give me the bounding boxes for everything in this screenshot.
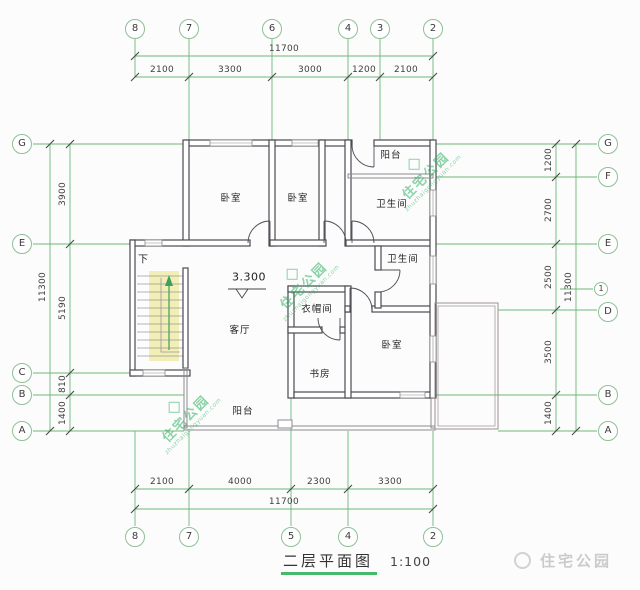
level-marker: [228, 288, 266, 299]
grid-bubble-right-1: 1: [594, 282, 608, 296]
grid-bubble-bottom-2: 2: [423, 527, 443, 547]
grid-bubble-right-E: E: [598, 234, 618, 254]
room-label-bathroom-2: 卫生间: [387, 254, 419, 265]
grid-bubble-left-B: B: [12, 385, 32, 405]
room-label-bedroom-3: 卧室: [381, 340, 403, 351]
drawing-title: 二层平面图: [283, 552, 374, 570]
level-label: 3.300: [232, 270, 266, 284]
grid-axis-lines: [33, 33, 597, 526]
dim-top-seg-4: 1200: [351, 65, 377, 75]
dim-left-seg-3: 810: [58, 374, 68, 394]
grid-bubble-bottom-7: 7: [179, 527, 199, 547]
dim-right-seg-3: 2500: [544, 264, 554, 290]
dim-right-seg-2: 2700: [544, 197, 554, 223]
railings-and-terrace: [183, 173, 499, 431]
grid-bubble-left-E: E: [12, 234, 32, 254]
grid-bubble-top-8: 8: [125, 19, 145, 39]
room-label-bathroom-1: 卫生间: [376, 199, 408, 210]
dim-right-seg-4: 3500: [544, 339, 554, 365]
grid-bubble-top-4: 4: [338, 19, 358, 39]
dim-bottom-total: 11700: [268, 497, 300, 507]
dim-left-seg-4: 1400: [58, 400, 68, 426]
dim-top-seg-1: 2100: [149, 65, 175, 75]
stair-down-label: 下: [138, 254, 148, 266]
room-label-living-room: 客厅: [229, 325, 251, 336]
dimension-ticks: [45, 51, 581, 514]
dim-top-total: 11700: [268, 44, 300, 54]
dim-bottom-seg-4: 3300: [377, 477, 403, 487]
dim-left-seg-1: 3900: [58, 181, 68, 207]
room-label-cloakroom: 衣帽间: [301, 304, 333, 315]
dim-top-seg-5: 2100: [393, 65, 419, 75]
dim-bottom-seg-2: 4000: [227, 477, 253, 487]
brand-logo-icon: [514, 552, 531, 569]
dim-top-seg-2: 3300: [217, 65, 243, 75]
dim-right-total: 11300: [564, 271, 574, 303]
room-label-study: 书房: [309, 369, 331, 380]
room-label-bedroom-2: 卧室: [287, 193, 309, 204]
dim-bottom-seg-3: 2300: [306, 477, 332, 487]
dim-top-seg-3: 3000: [297, 65, 323, 75]
room-label-balcony-top: 阳台: [380, 150, 402, 161]
drawing-scale: 1:100: [390, 554, 432, 569]
dim-left-seg-2: 5190: [58, 295, 68, 321]
dim-right-seg-1: 1200: [544, 147, 554, 173]
dim-left-total: 11300: [38, 271, 48, 303]
brand-logo-text: 住宅公园: [540, 552, 613, 570]
grid-bubble-right-G: G: [598, 134, 618, 154]
grid-bubble-left-G: G: [12, 134, 32, 154]
grid-bubble-bottom-4: 4: [338, 527, 358, 547]
grid-bubble-left-C: C: [12, 363, 32, 383]
grid-bubble-top-7: 7: [179, 19, 199, 39]
room-label-bedroom-1: 卧室: [220, 193, 242, 204]
windows: [142, 139, 437, 399]
grid-bubble-top-3: 3: [370, 19, 390, 39]
grid-bubble-right-B: B: [598, 385, 618, 405]
grid-bubble-left-A: A: [12, 421, 32, 441]
grid-bubble-top-6: 6: [262, 19, 282, 39]
staircase: [137, 271, 183, 361]
dim-bottom-seg-1: 2100: [149, 477, 175, 487]
grid-bubble-right-F: F: [598, 167, 618, 187]
dim-right-seg-5: 1400: [544, 400, 554, 426]
door-swings: [247, 144, 401, 341]
grid-bubble-top-2: 2: [423, 19, 443, 39]
room-label-balcony-bottom: 阳台: [232, 406, 254, 417]
dimension-lines: [49, 55, 577, 510]
grid-bubble-right-D: D: [598, 302, 618, 322]
grid-bubble-bottom-5: 5: [281, 527, 301, 547]
drawing-title-underline: [281, 572, 377, 575]
grid-bubble-right-A: A: [598, 421, 618, 441]
grid-bubble-bottom-8: 8: [125, 527, 145, 547]
